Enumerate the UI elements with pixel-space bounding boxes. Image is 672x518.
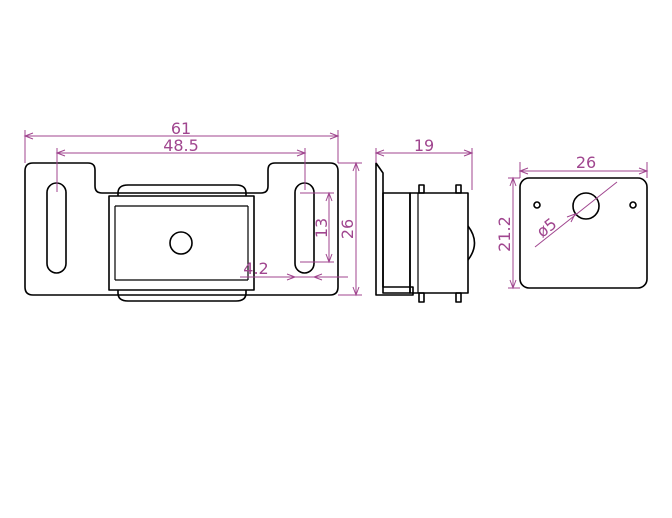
magnet-housing-top [117,184,247,196]
dim-19-label: 19 [414,136,434,155]
dim-4-2-arrow-left [286,273,297,281]
mounting-plate-outline [24,162,339,296]
dim-13-arrow-bottom [325,253,333,264]
dim-48-5-label: 48.5 [163,136,199,155]
magnet-housing-bottom [117,290,247,302]
dim-13-label: 13 [312,218,331,238]
dim-61-arrow-right [329,132,340,140]
side-housing-body [409,192,469,294]
dim-4-2-label: 4.2 [243,259,268,278]
back-plate-view [519,177,648,289]
back-plate-outline [519,177,648,289]
magnet-housing-body [108,195,255,291]
side-top-tab-right [455,184,462,194]
front-view [24,162,339,302]
dim-dia-arrow [566,213,577,223]
dim-21-2-arrow-top [509,176,517,187]
dim-21-2-label: 21.2 [495,216,514,252]
plate-small-hole-left [533,201,541,209]
dim-26-label: 26 [338,219,357,239]
side-magnet-bump [467,225,476,261]
dim-plate-26-label: 26 [576,153,596,172]
side-top-tab-left [418,184,425,194]
side-plate-profile [375,162,414,296]
dim-26-arrow-bottom [352,286,360,297]
dim-13-arrow-top [325,191,333,202]
dim-plate-26-arrow-right [638,167,649,175]
dim-dia-label: ø5 [533,214,560,241]
dim-61-label: 61 [171,119,191,138]
dim-61-arrow-left [23,132,34,140]
side-housing-front [382,192,411,294]
dim-26-arrow-top [352,161,360,172]
left-mounting-slot [46,182,67,274]
dim-dia-leader [534,181,618,248]
dim-48-5-arrow-right [296,149,307,157]
front-dimensions: 61 48.5 13 26 4.2 [23,119,362,297]
dim-plate-26-arrow-left [518,167,529,175]
dim-4-2-arrow-right [312,273,323,281]
dim-48-5-arrow-left [55,149,66,157]
plate-large-hole [572,192,600,220]
side-view [375,162,476,303]
plate-dimensions: 26 21.2 ø5 [495,153,649,290]
plate-small-hole-right [629,201,637,209]
side-bottom-tab-right [455,292,462,303]
side-bottom-tab-left [418,292,425,303]
dim-19-arrow-left [374,149,385,157]
dim-19-arrow-right [463,149,474,157]
side-dimensions: 19 [374,136,474,190]
dim-21-2-arrow-bottom [509,279,517,290]
center-screw-hole [169,231,193,255]
